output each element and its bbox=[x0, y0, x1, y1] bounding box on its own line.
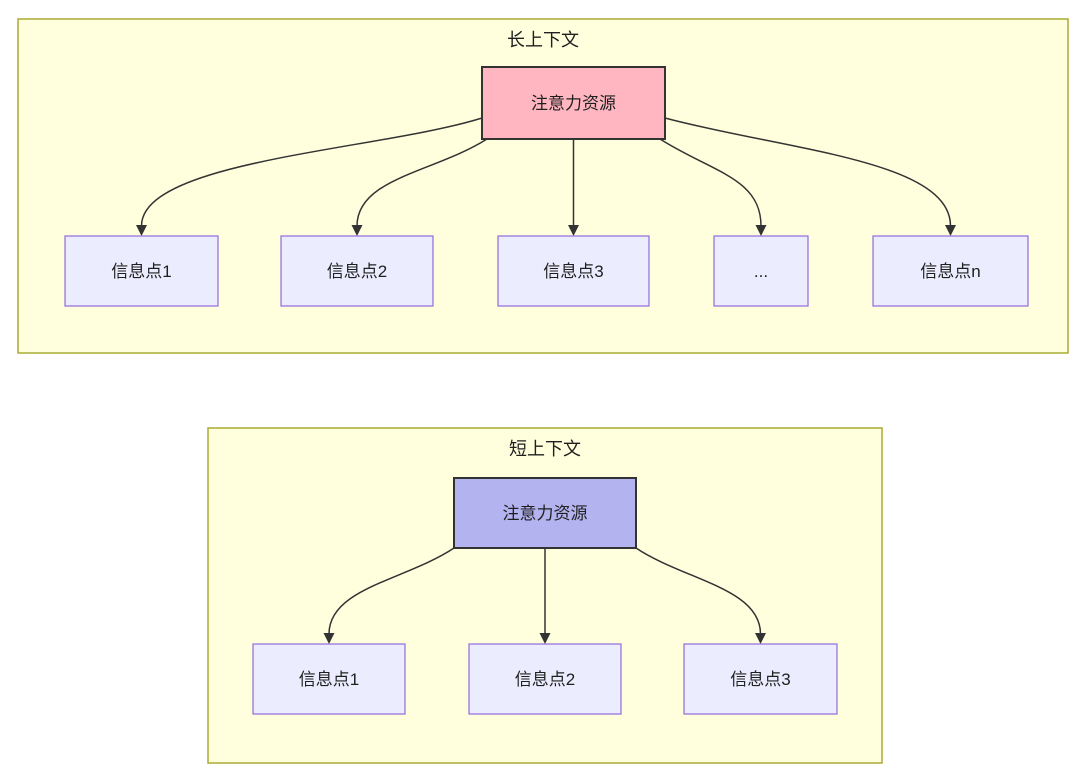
short-root-label: 注意力资源 bbox=[503, 504, 588, 523]
info-label: 信息点n bbox=[920, 262, 980, 281]
arrowhead bbox=[539, 633, 551, 644]
short-root-box bbox=[453, 477, 637, 549]
long-info-node-1: 信息点1 bbox=[64, 235, 219, 307]
long-context-root-node: 注意力资源 bbox=[481, 66, 666, 140]
edge-long-1 bbox=[136, 117, 483, 236]
arrowhead bbox=[323, 633, 335, 644]
long-info-node-2: 信息点2 bbox=[280, 235, 434, 307]
info-box bbox=[280, 235, 434, 307]
edge-path bbox=[328, 547, 455, 635]
info-label: 信息点1 bbox=[111, 262, 171, 281]
edge-path bbox=[659, 138, 762, 227]
info-label: ... bbox=[754, 262, 768, 281]
long-root-label: 注意力资源 bbox=[531, 94, 616, 113]
short-info-node-2: 信息点2 bbox=[468, 643, 622, 715]
long-info-node-3: 信息点3 bbox=[497, 235, 650, 307]
edge-long-2 bbox=[351, 138, 488, 236]
info-box bbox=[872, 235, 1029, 307]
arrowhead bbox=[755, 225, 767, 236]
info-label: 信息点2 bbox=[327, 262, 387, 281]
short-info-node-1: 信息点1 bbox=[252, 643, 406, 715]
edge-short-2 bbox=[539, 547, 551, 644]
arrowhead bbox=[351, 225, 363, 236]
long-info-node-ellipsis: ... bbox=[713, 235, 809, 307]
short-context-root-node: 注意力资源 bbox=[453, 477, 637, 549]
long-context-panel: 长上下文 注意力资源 信息点1 bbox=[17, 18, 1069, 354]
long-context-title: 长上下文 bbox=[507, 30, 579, 50]
edge-path bbox=[356, 138, 488, 227]
edge-path bbox=[140, 117, 483, 227]
arrowhead bbox=[755, 633, 766, 644]
info-label: 信息点2 bbox=[515, 670, 575, 689]
info-label: 信息点3 bbox=[543, 262, 603, 281]
edge-long-5 bbox=[664, 117, 956, 236]
short-context-panel: 短上下文 注意力资源 信息点1 信息点2 信息 bbox=[207, 427, 883, 764]
info-label: 信息点1 bbox=[299, 670, 359, 689]
info-box bbox=[683, 643, 838, 715]
edge-long-4 bbox=[659, 138, 767, 236]
short-context-title: 短上下文 bbox=[509, 439, 581, 459]
short-info-node-3: 信息点3 bbox=[683, 643, 838, 715]
arrowhead bbox=[568, 225, 579, 236]
long-info-node-n: 信息点n bbox=[872, 235, 1029, 307]
edge-long-3 bbox=[568, 138, 579, 236]
info-label: 信息点3 bbox=[730, 670, 790, 689]
info-box bbox=[713, 235, 809, 307]
long-root-box bbox=[481, 66, 666, 140]
info-box bbox=[252, 643, 406, 715]
edge-path bbox=[635, 547, 762, 635]
arrowhead bbox=[945, 225, 956, 236]
arrowhead bbox=[136, 225, 147, 236]
edge-short-3 bbox=[635, 547, 766, 644]
info-box bbox=[64, 235, 219, 307]
edge-short-1 bbox=[323, 547, 455, 644]
edge-path bbox=[664, 117, 952, 227]
info-box bbox=[468, 643, 622, 715]
info-box bbox=[497, 235, 650, 307]
